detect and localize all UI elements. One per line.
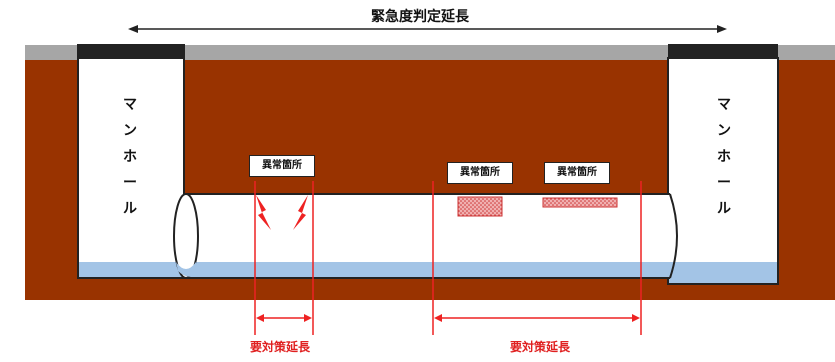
water-left bbox=[79, 262, 183, 277]
manhole-char: ホ bbox=[123, 149, 137, 165]
manhole-char: マ bbox=[123, 97, 137, 113]
manhole-char: ル bbox=[717, 201, 731, 217]
abnormal-location-label: 異常箇所 bbox=[249, 155, 315, 177]
manhole-left-label: マ ン ホ ー ル bbox=[120, 92, 140, 222]
abnormal-location-label: 異常箇所 bbox=[447, 162, 513, 184]
pipe-water bbox=[186, 262, 670, 277]
manhole-right-cap bbox=[668, 44, 778, 58]
manhole-char: ン bbox=[717, 123, 731, 139]
manhole-left bbox=[77, 57, 185, 279]
manhole-char: ン bbox=[123, 123, 137, 139]
countermeasure-length-label: 要対策延長 bbox=[509, 340, 570, 354]
arrowhead bbox=[632, 314, 640, 322]
manhole-char: ー bbox=[717, 175, 731, 191]
crack-icon bbox=[256, 195, 271, 230]
manhole-char: ー bbox=[123, 175, 137, 191]
road-surface bbox=[25, 45, 835, 60]
abnormal-location-label: 異常箇所 bbox=[544, 162, 610, 184]
manhole-char: ホ bbox=[717, 149, 731, 165]
manhole-char: マ bbox=[717, 97, 731, 113]
arrowhead bbox=[304, 314, 312, 322]
damage-patch-1 bbox=[457, 196, 503, 217]
pipe-left-end bbox=[173, 193, 199, 279]
arrowhead-right bbox=[717, 25, 727, 33]
pipe-right-end bbox=[669, 193, 678, 279]
manhole-left-cap bbox=[77, 44, 185, 58]
pipe-left-water bbox=[176, 262, 196, 277]
emergency-length-title: 緊急度判定延長 bbox=[371, 9, 469, 25]
manhole-char: ル bbox=[123, 201, 137, 217]
arrowhead bbox=[256, 314, 264, 322]
damage-patch-2 bbox=[542, 197, 618, 208]
manhole-right-label: マ ン ホ ー ル bbox=[714, 92, 734, 222]
crack-icon bbox=[293, 195, 308, 230]
arrowhead bbox=[434, 314, 442, 322]
water-right bbox=[669, 262, 777, 283]
manhole-right bbox=[667, 57, 779, 285]
countermeasure-length-label: 要対策延長 bbox=[249, 340, 310, 354]
arrowhead-left bbox=[128, 25, 138, 33]
